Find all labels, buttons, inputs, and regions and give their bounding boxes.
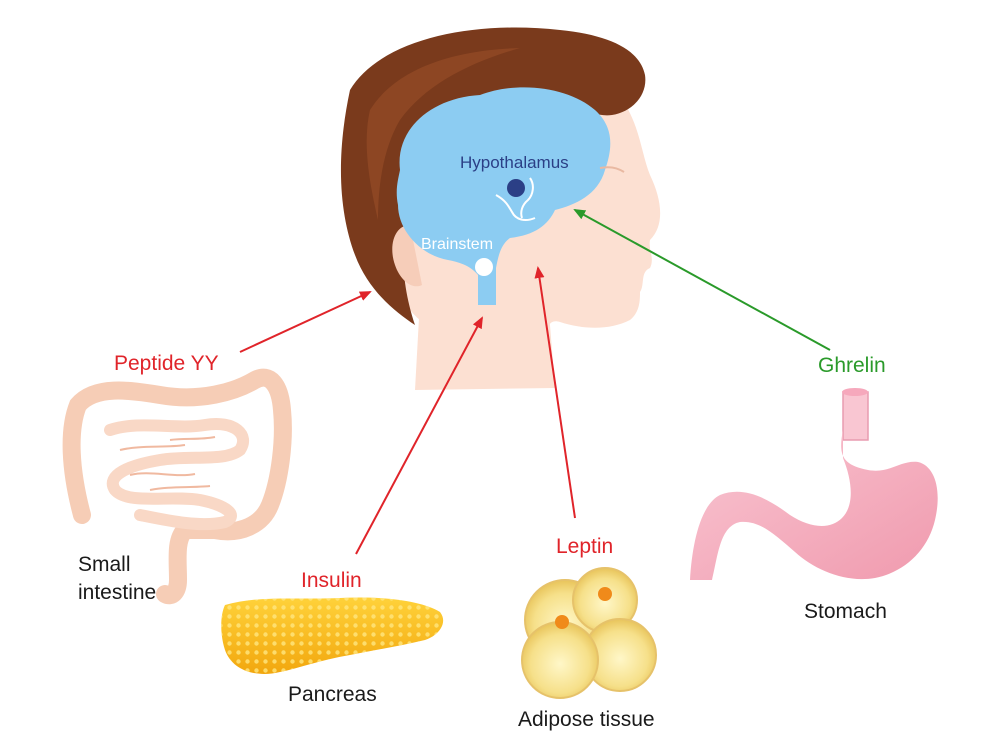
pancreas-illustration bbox=[221, 597, 444, 674]
arrows bbox=[239, 209, 831, 555]
hypothalamus-pathway bbox=[495, 177, 536, 221]
brainstem-label: Brainstem bbox=[421, 236, 494, 253]
hypothalamus-label: Hypothalamus bbox=[460, 153, 569, 172]
small-intestine-coils-2 bbox=[119, 436, 216, 491]
large-intestine-frame bbox=[62, 368, 292, 605]
insulin-label: Insulin bbox=[301, 569, 362, 592]
hypothalamus-dot bbox=[507, 179, 525, 197]
insulin-arrow bbox=[355, 316, 483, 555]
small-intestine-illustration bbox=[62, 368, 292, 605]
ghrelin-arrow bbox=[573, 209, 831, 351]
eye-line bbox=[599, 166, 625, 173]
brain bbox=[396, 87, 611, 306]
pancreas-texture bbox=[221, 597, 444, 674]
stomach-label: Stomach bbox=[804, 600, 887, 623]
peptide-yy-arrow bbox=[239, 291, 372, 353]
ear bbox=[392, 225, 422, 287]
leptin-arrow bbox=[534, 266, 576, 519]
fat-cell-nucleus-1 bbox=[555, 615, 569, 629]
adipose-tissue-illustration bbox=[521, 567, 657, 699]
adipose-tissue-label: Adipose tissue bbox=[518, 708, 655, 731]
stomach-body bbox=[690, 430, 938, 580]
leptin-label: Leptin bbox=[556, 535, 614, 558]
pancreas-label: Pancreas bbox=[288, 683, 377, 706]
ghrelin-label: Ghrelin bbox=[818, 354, 886, 377]
esophagus bbox=[842, 391, 869, 441]
fat-cell-nucleus-2 bbox=[598, 587, 612, 601]
small-intestine-coils bbox=[104, 418, 250, 531]
small-intestine-label-line2: intestine bbox=[78, 581, 157, 604]
stomach-illustration bbox=[690, 388, 938, 580]
hair-highlight bbox=[366, 48, 520, 220]
esophagus-top bbox=[842, 388, 868, 396]
fat-cell-4 bbox=[521, 621, 599, 699]
head-illustration bbox=[340, 27, 661, 390]
brainstem-dot bbox=[475, 258, 493, 276]
peptide-yy-label: Peptide YY bbox=[114, 352, 219, 375]
small-intestine-label-line1: Small bbox=[78, 553, 131, 576]
